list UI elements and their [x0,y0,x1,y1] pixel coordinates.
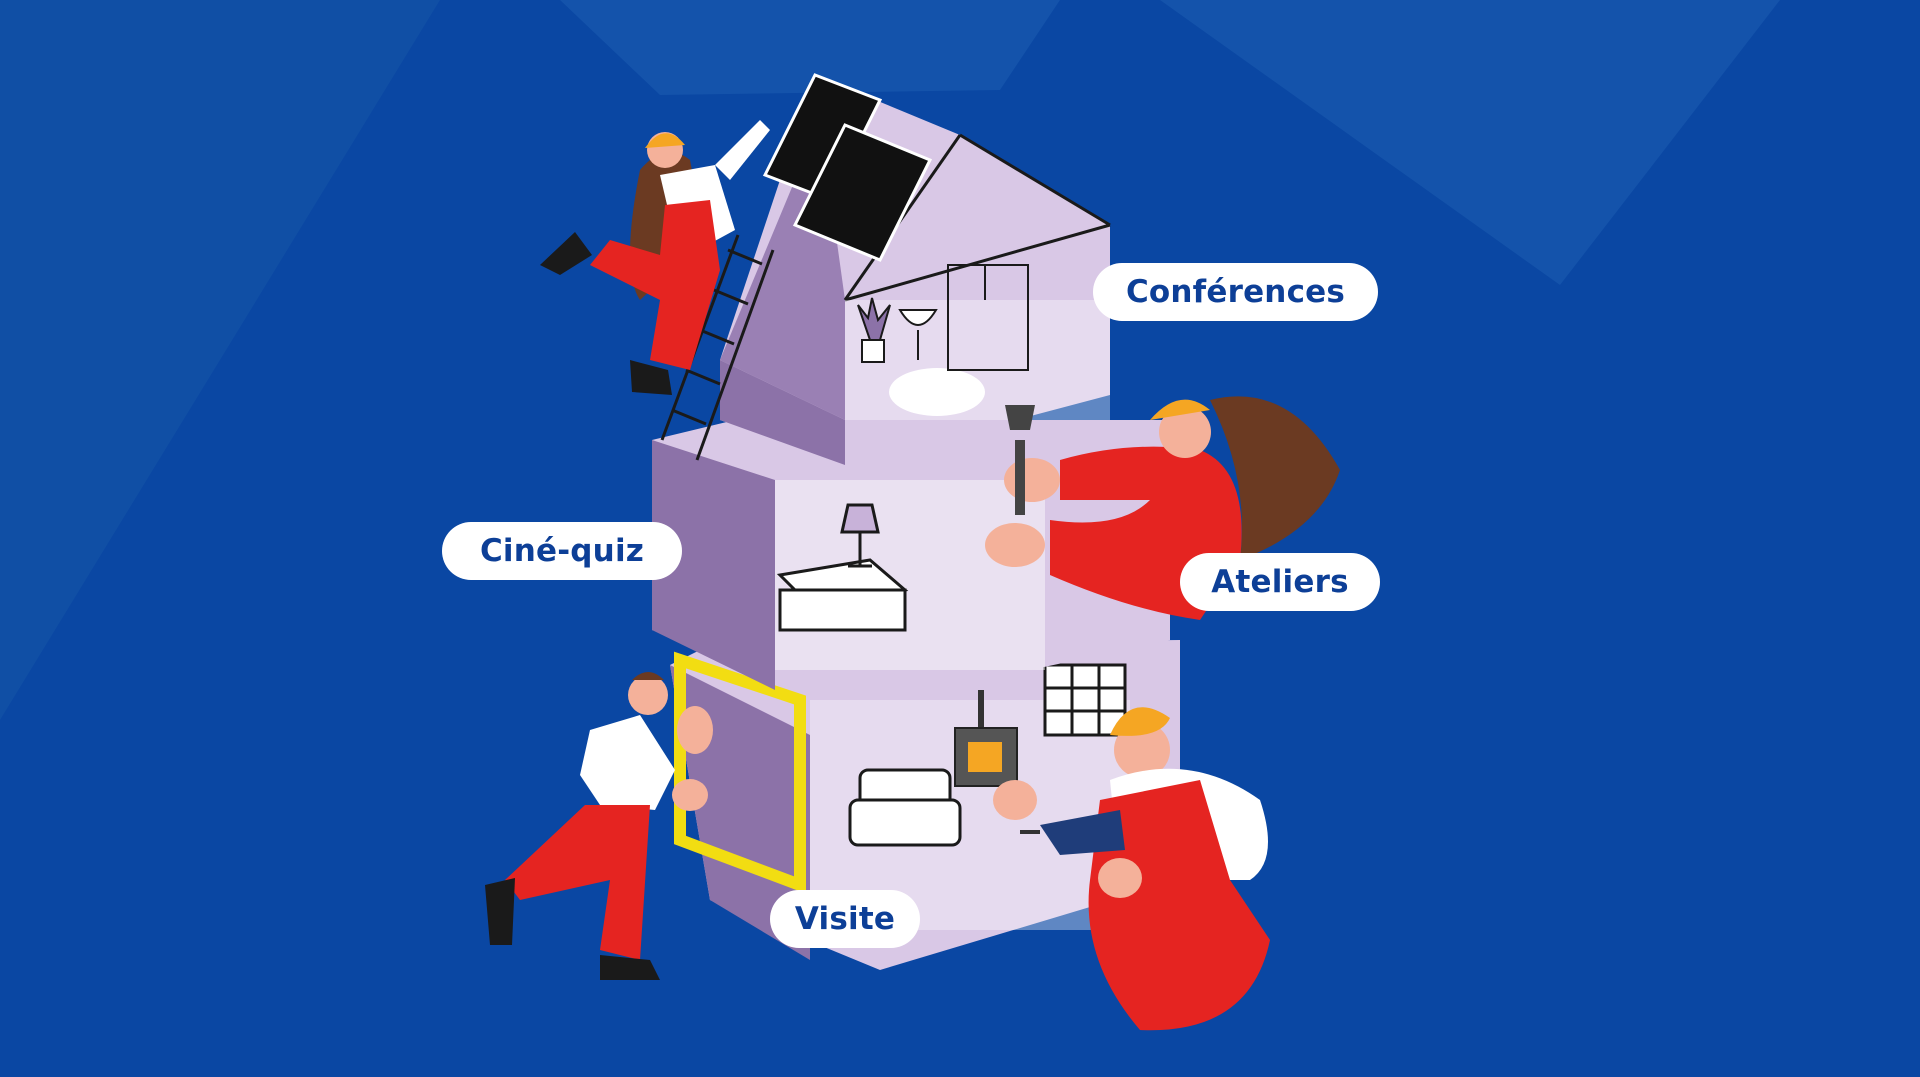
insulation-icon [674,651,806,894]
worker-drill [993,707,1270,1031]
stove-icon [954,690,1018,787]
conferences-label[interactable]: Conférences [1093,263,1378,321]
solar-panel-icon [762,73,933,262]
bed-icon [776,558,909,632]
top-floor [720,75,1111,465]
sofa-icon [848,768,962,847]
window-icon [1043,663,1127,737]
lamp-icon [840,503,880,568]
worker-roof [540,120,770,395]
ateliers-label[interactable]: Ateliers [1180,553,1380,611]
visite-label[interactable]: Visite [770,890,920,948]
drill-icon [1040,810,1125,855]
shower-icon [947,264,1029,371]
sink-icon [898,309,938,360]
wrench-icon [1015,440,1025,515]
worker-visite [485,672,713,980]
ladder-icon [660,234,775,461]
plant-icon [857,297,891,363]
cine-quiz-label[interactable]: Ciné-quiz [442,522,682,580]
